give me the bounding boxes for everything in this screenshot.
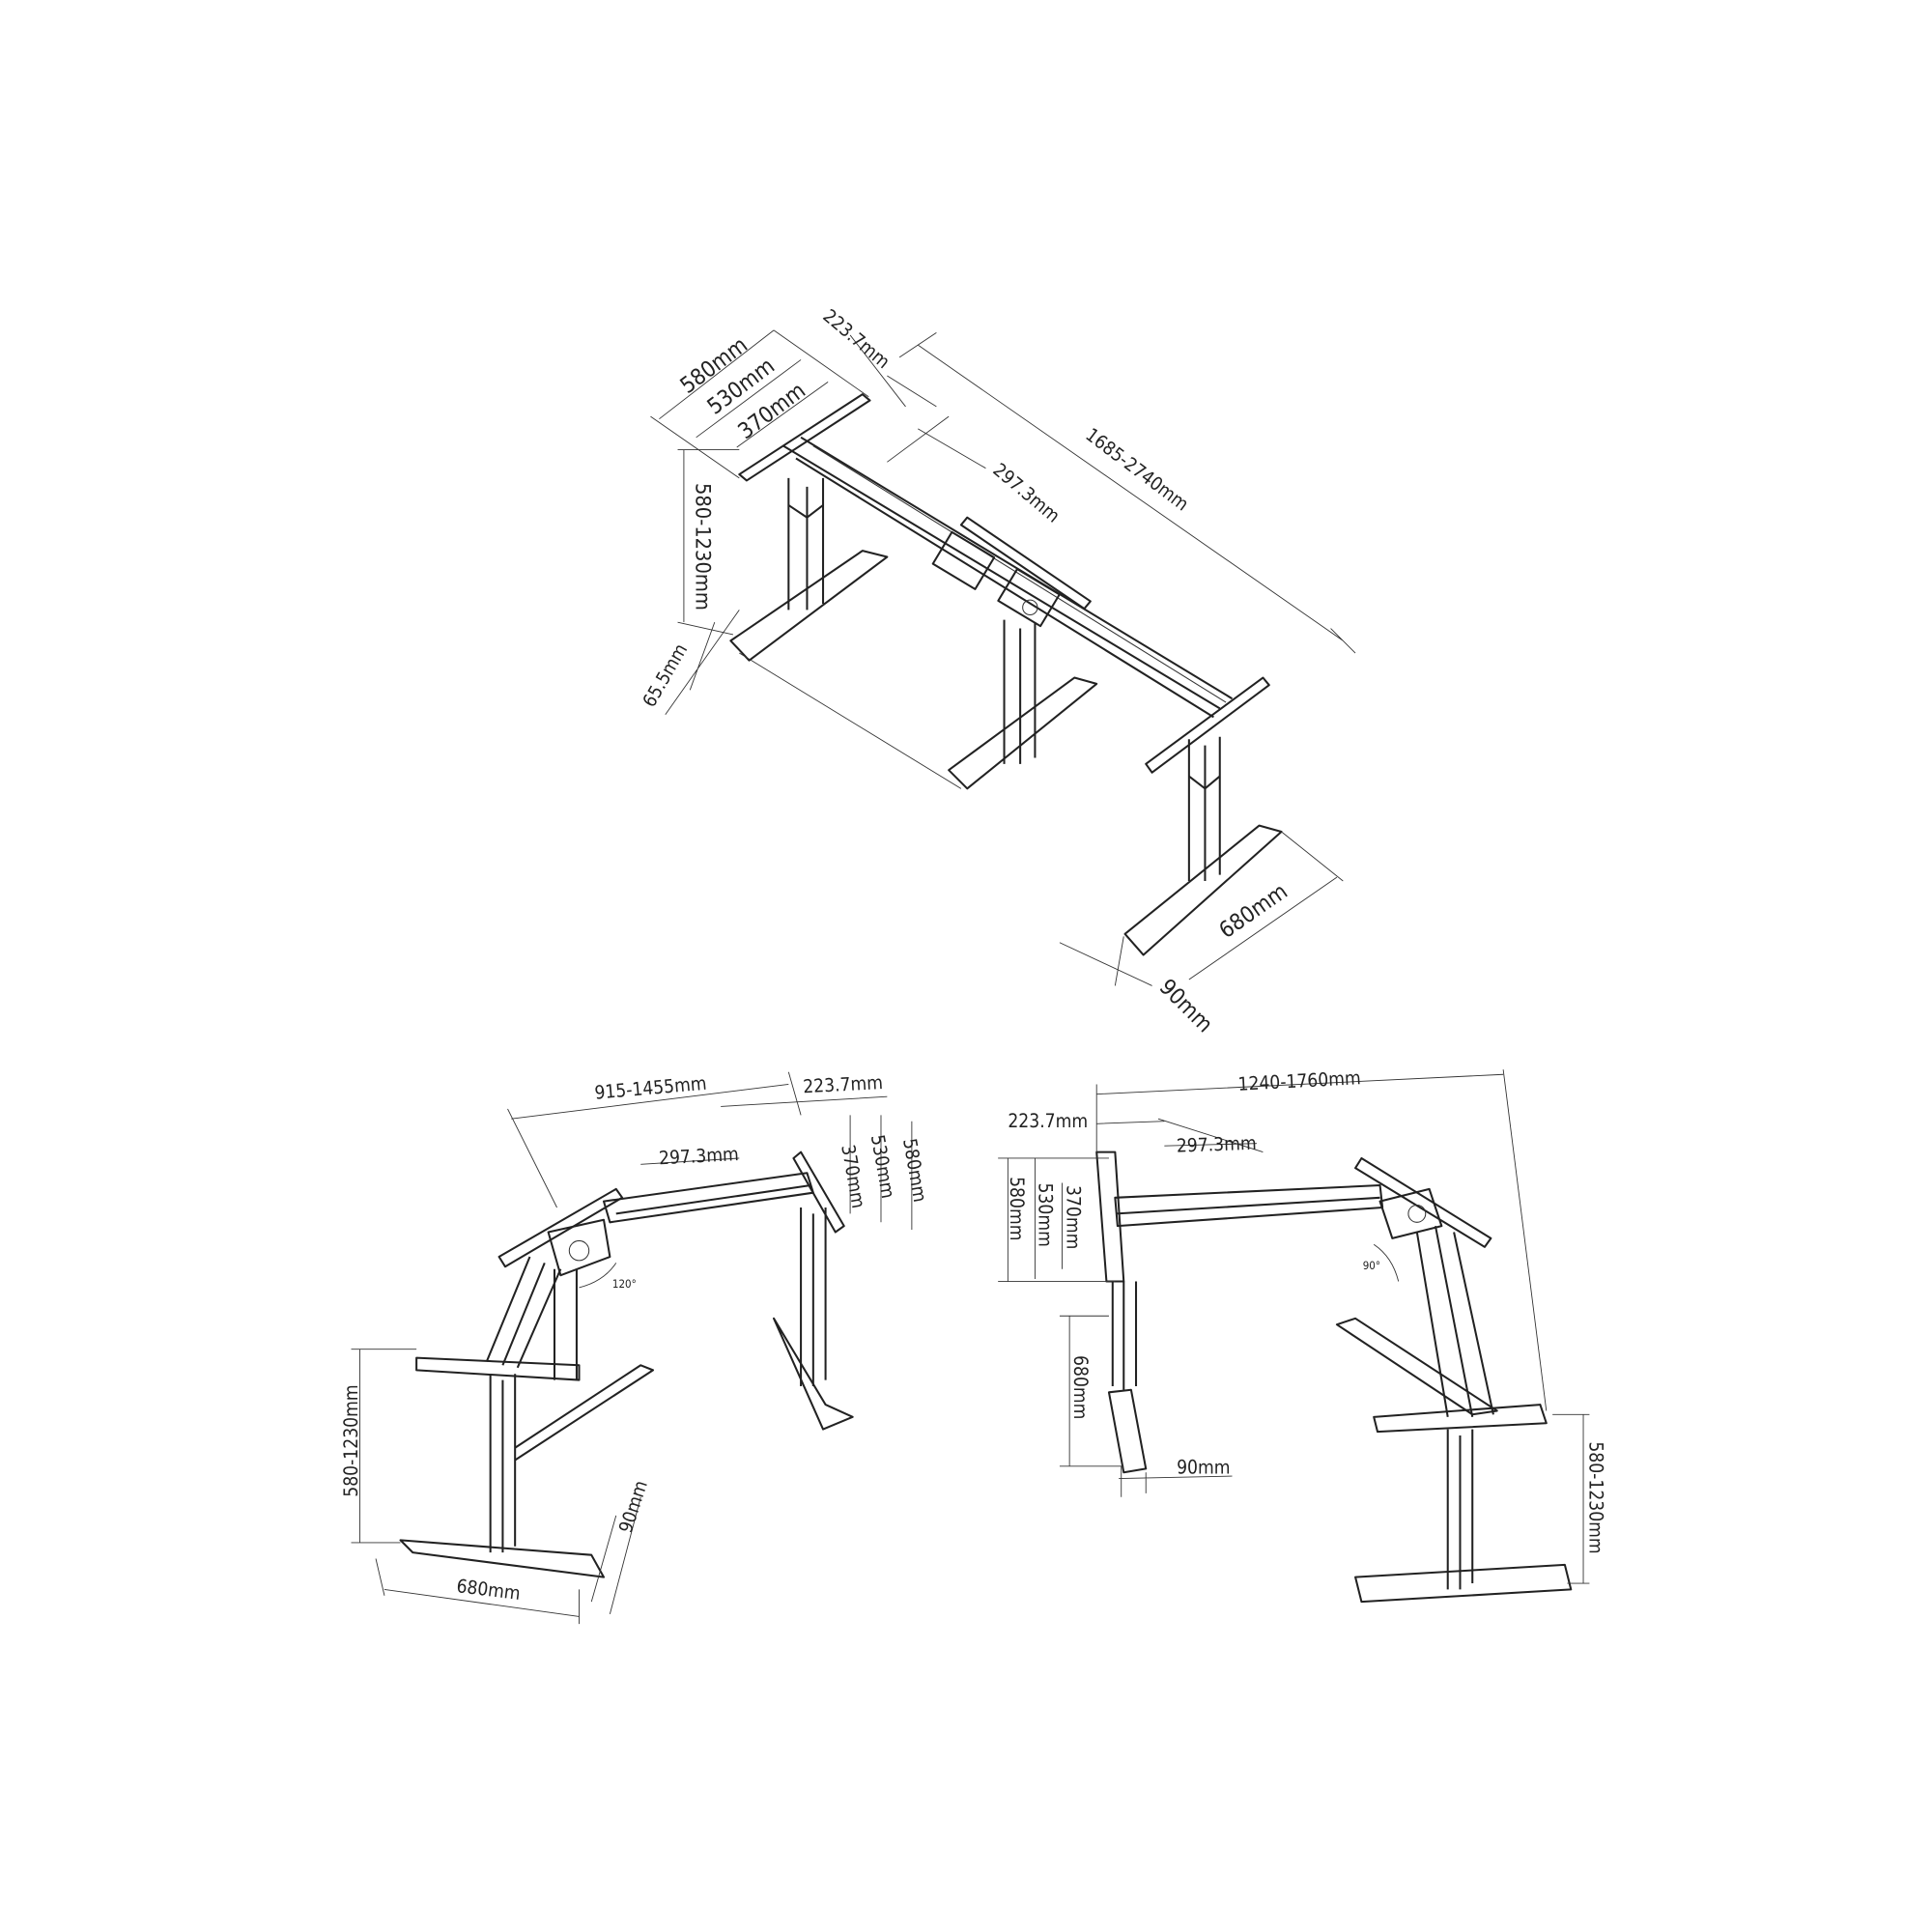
- dim-foot-offset: 65.5mm: [638, 639, 692, 711]
- straight-frame-view: 1685-2740mm 580mm 530mm 370mm 223.7mm 29…: [638, 304, 1356, 1037]
- dim-foot-width: 90mm: [1154, 975, 1217, 1037]
- dim-plate-370: 370mm: [837, 1143, 869, 1209]
- angle-label: 90°: [1363, 1259, 1380, 1272]
- dim-beam-section: 297.3mm: [1176, 1132, 1257, 1157]
- dim-bracket-offset: 223.7mm: [803, 1071, 884, 1097]
- 90-degree-frame-view: 1240-1760mm 223.7mm 297.3mm 580mm 530mm …: [998, 1066, 1606, 1604]
- dim-foot-width: 90mm: [1177, 1457, 1230, 1479]
- dim-foot-length: 680mm: [455, 1575, 522, 1605]
- dim-plate-580: 580mm: [1006, 1177, 1028, 1240]
- dim-plate-580: 580mm: [898, 1137, 931, 1204]
- dim-foot-width: 90mm: [614, 1478, 652, 1536]
- middle-leg: [948, 619, 1098, 790]
- dim-plate-530: 530mm: [867, 1133, 899, 1200]
- dim-foot-length: 680mm: [1069, 1355, 1092, 1419]
- left-leg: [729, 393, 889, 662]
- dim-foot-length: 680mm: [1215, 879, 1293, 944]
- dim-height-range: 580-1230mm: [691, 483, 715, 611]
- dim-plate-530: 530mm: [1034, 1182, 1056, 1246]
- dim-beam-section: 297.3mm: [658, 1143, 739, 1169]
- dimension-lines: [998, 1069, 1590, 1584]
- dim-span: 1240-1760mm: [1237, 1066, 1361, 1095]
- dim-height-range: 580-1230mm: [1584, 1441, 1606, 1553]
- dim-bracket-offset: 223.7mm: [1008, 1110, 1088, 1132]
- angle-label: 120°: [612, 1277, 637, 1291]
- dim-span: 915-1455mm: [594, 1072, 708, 1104]
- dim-height-range: 580-1230mm: [340, 1384, 362, 1496]
- 120-degree-frame-view: 915-1455mm 223.7mm 297.3mm 370mm 530mm 5…: [340, 1071, 931, 1625]
- dim-plate-370: 370mm: [1063, 1185, 1085, 1249]
- dim-beam-section: 297.3mm: [989, 459, 1065, 527]
- dim-bracket-offset: 223.7mm: [819, 304, 895, 373]
- center-beam: [782, 436, 1234, 719]
- dim-overall-length: 1685-2740mm: [1081, 423, 1193, 515]
- dimension-lines: [650, 329, 1356, 986]
- dimension-lines: [351, 1071, 913, 1625]
